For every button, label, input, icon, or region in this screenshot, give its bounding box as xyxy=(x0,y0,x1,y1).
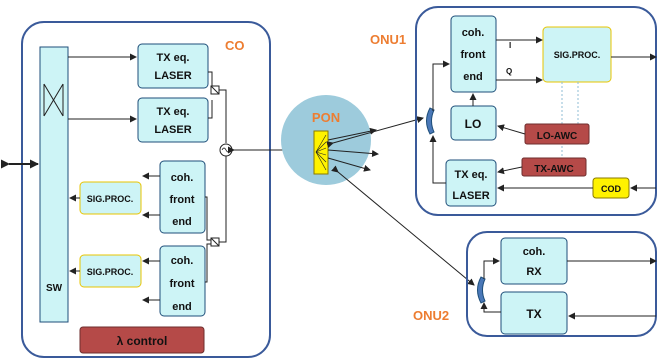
co-sigproc1-label: SIG.PROC. xyxy=(87,194,134,204)
pon-label: PON xyxy=(312,110,340,125)
onu1-i-label: I xyxy=(509,41,511,50)
onu1-cod-label: COD xyxy=(601,184,622,194)
co-tx1-block xyxy=(137,43,209,89)
onu1-lo-awc-label: LO-AWC xyxy=(537,131,578,142)
co-tx2-line2: LASER xyxy=(154,124,191,136)
onu1-rx-line3: end xyxy=(463,71,483,83)
onu1-label: ONU1 xyxy=(370,32,406,47)
onu1-tx-line1: TX eq. xyxy=(454,169,487,181)
co-rx2-block xyxy=(159,245,206,317)
co-container xyxy=(21,21,271,358)
co-tx2-line1: TX eq. xyxy=(156,106,189,118)
lambda-control-label: λ control xyxy=(117,334,168,348)
onu2-rx-line1: coh. xyxy=(523,246,546,258)
onu1-splitter xyxy=(426,107,435,135)
co-rx2-line3: end xyxy=(172,301,192,313)
onu2-rx-line2: RX xyxy=(526,266,542,278)
onu1-rx-line1: coh. xyxy=(462,27,485,39)
onu1-q-label: Q xyxy=(506,67,512,76)
onu2-container xyxy=(466,231,657,337)
pon-onu2-fiber xyxy=(331,165,475,286)
co-tx1-line2: LASER xyxy=(154,70,191,82)
co-sigproc2-label: SIG.PROC. xyxy=(87,267,134,277)
onu1-tx-awc-label: TX-AWC xyxy=(534,164,573,175)
lambda-control-block xyxy=(79,326,205,354)
onu2-tx-label: TX xyxy=(526,307,541,321)
onu2-tx-block xyxy=(500,291,568,335)
switch-label: SW xyxy=(46,283,63,294)
onu1-lo-label: LO xyxy=(465,117,482,131)
co-tx2-block xyxy=(137,97,209,143)
onu1-container xyxy=(415,6,657,216)
onu1-tx-line2: LASER xyxy=(452,190,489,202)
co-rx2-line1: coh. xyxy=(171,255,194,267)
co-rx2-line2: front xyxy=(169,278,194,290)
co-rx1-line3: end xyxy=(172,216,192,228)
co-rx1-line1: coh. xyxy=(171,172,194,184)
onu1-sigproc-label: SIG.PROC. xyxy=(554,50,601,60)
onu2-splitter xyxy=(477,276,486,304)
pon-splitter xyxy=(313,130,329,175)
pon-onu1-fiber xyxy=(326,116,424,148)
onu1-rx-line2: front xyxy=(460,49,485,61)
co-rx1-line2: front xyxy=(169,194,194,206)
onu2-label: ONU2 xyxy=(413,308,449,323)
onu1-sigproc-block xyxy=(542,26,612,83)
co-label: CO xyxy=(225,38,245,53)
onu1-rx-block xyxy=(450,15,497,93)
co-tx1-line1: TX eq. xyxy=(156,52,189,64)
